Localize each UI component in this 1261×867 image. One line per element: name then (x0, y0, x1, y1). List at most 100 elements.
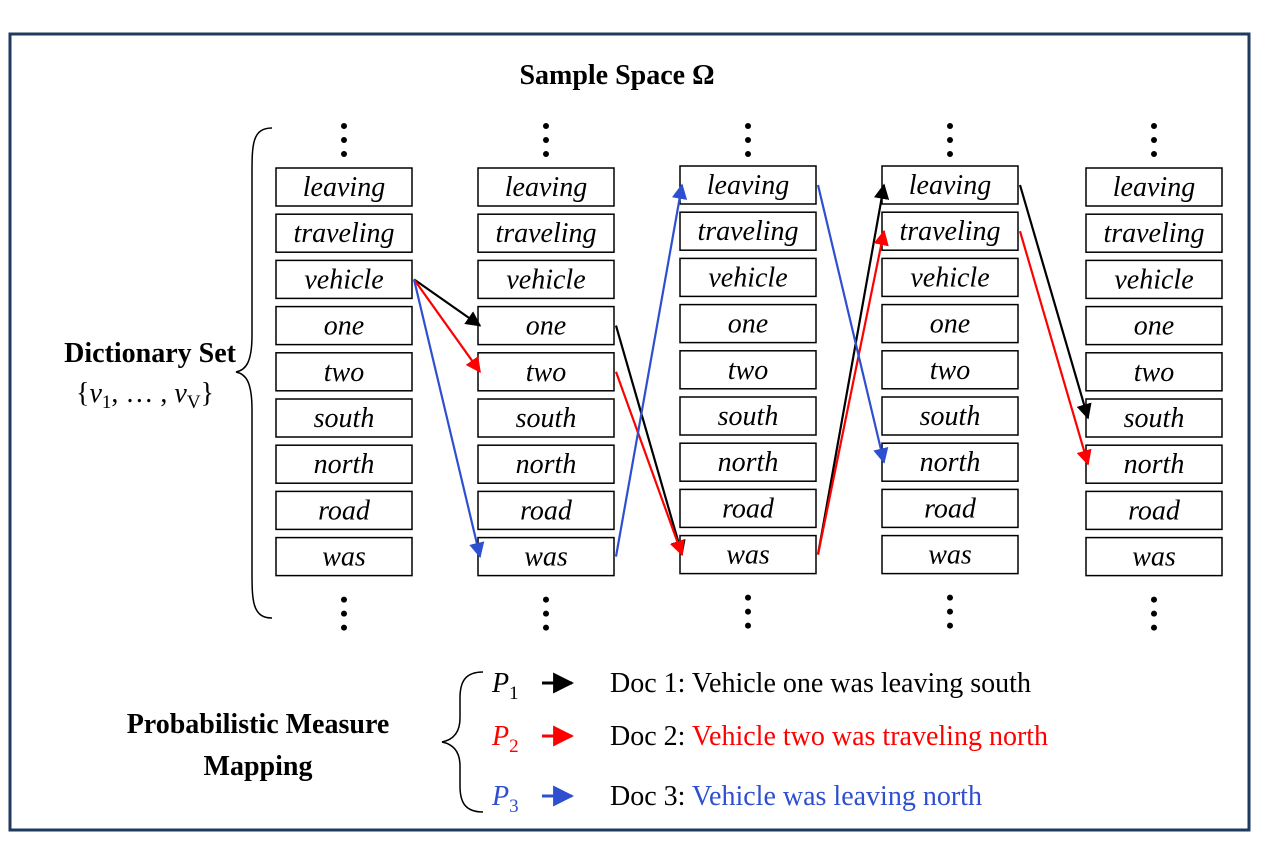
path-arrow-vehicle-to-was (412, 279, 485, 559)
word-label: one (728, 309, 768, 340)
word-label: two (930, 355, 970, 386)
word-label: road (520, 495, 573, 526)
ellipsis-dot (1151, 137, 1157, 143)
ellipsis-dot (745, 608, 751, 615)
ellipsis-dot (745, 594, 751, 601)
ellipsis-dot (947, 594, 953, 601)
word-label: south (718, 401, 779, 432)
word-label: south (516, 403, 577, 434)
word-cell-two: two (679, 350, 817, 390)
word-cell-vehicle: vehicle (881, 257, 1019, 298)
word-label: road (1128, 495, 1181, 526)
word-cell-box (1085, 352, 1223, 392)
path-arrow-leaving-to-north (816, 184, 889, 464)
word-cell-road: road (881, 488, 1019, 529)
ellipsis-dot (341, 151, 347, 157)
word-cell-north: north (275, 444, 413, 484)
path-arrow-was-to-leaving (816, 183, 890, 555)
word-cell-box (881, 488, 1019, 529)
mapping-label-line2: Mapping (204, 751, 313, 782)
path-arrow-traveling-to-north (1018, 230, 1092, 466)
word-cell-was: was (477, 536, 615, 577)
word-cell-box (477, 536, 615, 577)
word-label: two (526, 357, 566, 388)
word-cell-traveling: traveling (881, 211, 1019, 251)
word-cell-vehicle: vehicle (477, 259, 615, 300)
word-label: vehicle (708, 262, 787, 293)
ellipsis-dot (341, 610, 347, 617)
word-cell-box (679, 488, 817, 529)
word-column-1: leavingtravelingvehicleonetwosouthnorthr… (275, 123, 413, 631)
word-label: was (928, 540, 972, 571)
ellipsis-dot (947, 151, 953, 157)
word-cell-leaving: leaving (477, 167, 615, 207)
word-column-4: leavingtravelingvehicleonetwosouthnorthr… (881, 123, 1019, 629)
word-cell-box (1085, 490, 1223, 531)
ellipsis-dot (745, 123, 751, 129)
ellipsis-dot (1151, 610, 1157, 617)
word-label: one (324, 311, 364, 342)
word-cell-box (477, 352, 615, 392)
word-cell-road: road (679, 488, 817, 529)
word-cell-box (477, 444, 615, 484)
legend-measure-label: P2 (491, 721, 519, 757)
ellipsis-dot (947, 608, 953, 615)
path-P3 (412, 183, 889, 559)
word-label: road (722, 493, 775, 524)
ellipsis-dot (341, 596, 347, 603)
word-cell-box (275, 398, 413, 438)
ellipsis-dot (745, 137, 751, 143)
word-label: one (1134, 311, 1174, 342)
path-arrow-one-to-was (614, 325, 686, 557)
path-P2 (413, 229, 1092, 557)
word-columns: leaving traveling vehicle one two south north r… (275, 123, 1223, 631)
word-label: vehicle (1114, 264, 1193, 295)
word-cell-box (275, 536, 413, 577)
word-cell-traveling: traveling (1085, 213, 1223, 253)
ellipsis-dot (341, 123, 347, 129)
word-cell-south: south (1085, 398, 1223, 438)
outer-frame (8, 32, 1251, 832)
word-label: vehicle (304, 264, 383, 295)
word-label: two (728, 355, 768, 386)
ellipsis-dot (543, 123, 549, 129)
path-P1 (413, 183, 1092, 557)
word-cell-box (679, 442, 817, 482)
word-cell-box (679, 396, 817, 436)
word-label: leaving (707, 170, 789, 201)
path-arrow-leaving-to-south (1018, 184, 1092, 420)
word-cell-was: was (275, 536, 413, 577)
word-label: vehicle (506, 264, 585, 295)
word-cell-leaving: leaving (679, 165, 817, 205)
word-label: was (726, 540, 770, 571)
word-cell-road: road (275, 490, 413, 531)
word-cell-traveling: traveling (679, 211, 817, 251)
word-label: one (930, 309, 970, 340)
path-arrow-two-to-was (614, 371, 685, 557)
word-cell-box (275, 444, 413, 484)
word-cell-box (881, 303, 1019, 344)
word-cell-one: one (881, 303, 1019, 344)
word-column-3: leavingtravelingvehicleonetwosouthnorthr… (679, 123, 817, 629)
ellipsis-dot (745, 622, 751, 629)
word-cell-box (679, 303, 817, 344)
ellipsis-dot (543, 151, 549, 157)
ellipsis-dot (1151, 151, 1157, 157)
word-label: north (920, 447, 981, 478)
dictionary-brace (235, 127, 273, 619)
diagram-title: Sample Space Ω (519, 60, 714, 91)
mapping-label-line1: Probabilistic Measure (127, 709, 390, 740)
word-cell-one: one (275, 305, 413, 346)
word-cell-box (881, 211, 1019, 251)
word-cell-box (679, 257, 817, 298)
word-cell-box (477, 305, 615, 346)
word-cell-box (679, 165, 817, 205)
word-cell-was: was (679, 534, 817, 575)
word-cell-box (881, 257, 1019, 298)
word-cell-box (477, 167, 615, 207)
word-cell-two: two (477, 352, 615, 392)
word-cell-one: one (679, 303, 817, 344)
word-cell-road: road (1085, 490, 1223, 531)
word-cell-box (477, 398, 615, 438)
